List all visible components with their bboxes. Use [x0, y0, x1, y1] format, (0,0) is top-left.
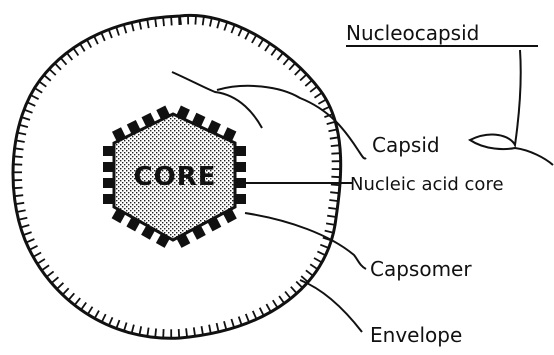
- core-label: CORE: [134, 162, 217, 192]
- envelope-spike: [203, 16, 204, 25]
- capsomer: [235, 194, 246, 204]
- envelope-spike: [171, 17, 172, 26]
- envelope-spike: [155, 329, 156, 338]
- capsomer-label: Capsomer: [370, 257, 472, 281]
- envelope-spike: [163, 17, 164, 26]
- capsomer: [103, 178, 114, 188]
- nucleocapsid-label: Nucleocapsid: [346, 21, 479, 45]
- envelope-spike: [179, 329, 180, 338]
- capsomer: [103, 194, 114, 204]
- envelope-spike: [331, 153, 340, 154]
- capsomer: [235, 146, 246, 156]
- envelope-spike: [331, 145, 340, 146]
- capsomer: [103, 146, 114, 156]
- envelope-spike: [331, 177, 340, 178]
- capsomer: [235, 162, 246, 172]
- nucleic-acid-core-label: Nucleic acid core: [350, 174, 504, 195]
- envelope-spike: [328, 208, 337, 209]
- capsomer: [103, 162, 114, 172]
- envelope-label: Envelope: [370, 323, 462, 347]
- capsid-label: Capsid: [372, 133, 440, 157]
- envelope-spike: [329, 200, 338, 201]
- envelope-spike: [14, 188, 23, 189]
- envelope-spike: [14, 195, 23, 196]
- envelope-leader: [300, 280, 362, 332]
- nucleocapsid-brace-line: [470, 50, 553, 165]
- envelope-spike: [330, 192, 339, 193]
- envelope-spike: [14, 156, 23, 157]
- envelope-spike: [186, 328, 187, 337]
- envelope-spike: [195, 16, 196, 25]
- envelope-spike: [15, 148, 24, 149]
- envelope-spike: [155, 18, 156, 27]
- envelope-spike: [331, 185, 340, 186]
